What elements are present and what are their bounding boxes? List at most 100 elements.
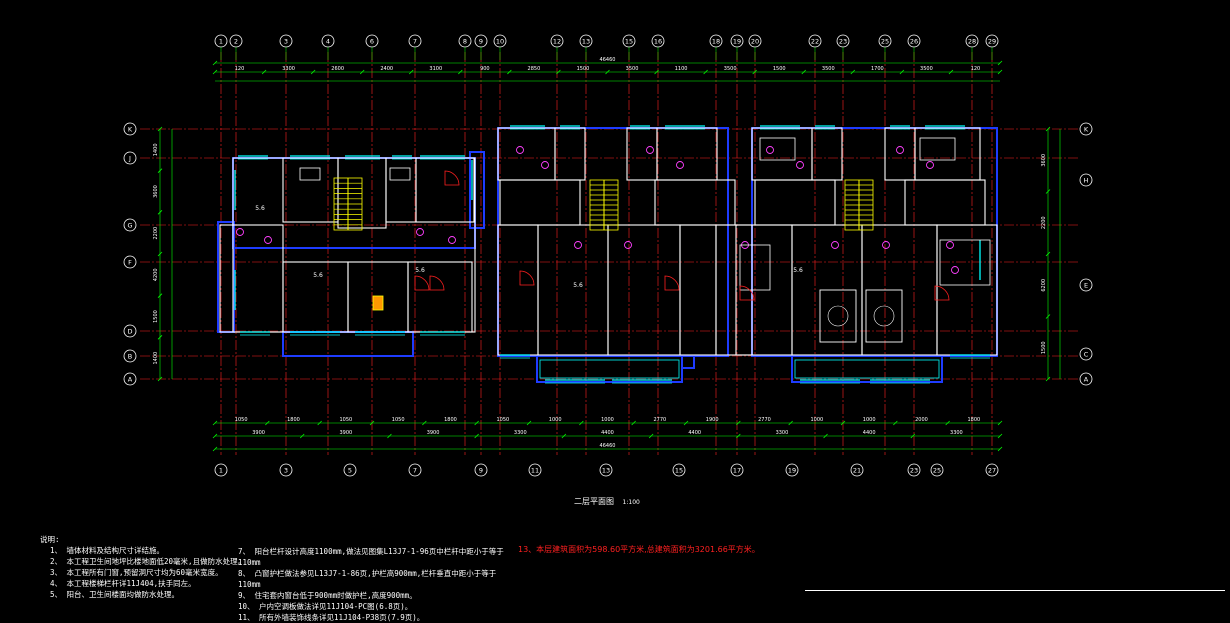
dim-right-text: 1500 (1041, 341, 1047, 354)
axis-bubble-bottom (408, 463, 422, 477)
furniture (389, 167, 411, 181)
sanitary-fixture (416, 228, 424, 236)
axis-bubble-top-label: 1 (219, 38, 223, 46)
axis-bubble-top-label: 12 (553, 38, 561, 46)
notes-block: 说明: 1、 墙体材料及结构尺寸详结施。2、 本工程卫生间地坪比楼地面低20毫米… (40, 534, 510, 600)
axis-bubble-right (1079, 173, 1093, 187)
dim-bottom-row2-tick (369, 420, 375, 426)
dim-bottom-row1-text: 4400 (601, 430, 614, 436)
wall (754, 179, 836, 226)
axis-bubble-right (1079, 372, 1093, 386)
dim-bottom-row2-tick (788, 420, 793, 426)
dim-top-row1-tick (605, 69, 610, 75)
wall (497, 224, 539, 356)
dim-bottom-row2-text: 1000 (549, 417, 562, 423)
room-level-label: 5.6 (573, 282, 583, 289)
axis-bubble-left-label: F (128, 259, 132, 267)
dim-top-row1-tick (801, 69, 807, 75)
axis-bubble-left (123, 372, 137, 386)
dim-bottom-row1-text: 3300 (776, 430, 789, 436)
axis-bubble-top-label: 10 (496, 38, 504, 46)
room-level-label: 5.6 (793, 267, 803, 274)
axis-bubble-right (1079, 347, 1093, 361)
dim-left-text: 1400 (153, 352, 159, 365)
dim-top-row1-tick (654, 69, 659, 75)
area-note: 13、本层建筑面积为598.60平方米,总建筑面积为3201.66平方米。 (518, 545, 760, 554)
dim-top-row1-tick (359, 69, 365, 75)
dim-top-row1-text: 120 (971, 66, 981, 72)
wall (654, 179, 736, 226)
furniture (939, 239, 991, 286)
axis-bubble-top-label: 6 (370, 38, 374, 46)
axis-bubble-top-label: 19 (733, 38, 741, 46)
dim-bottom-row1-tick (823, 433, 828, 439)
dim-left-text: 2200 (153, 227, 159, 240)
dim-bottom-row1-tick (474, 433, 479, 439)
room-level-label: 5.6 (255, 205, 265, 212)
wall (914, 127, 981, 181)
note-item: 11、 所有外墙装饰线条详见11J104-P38页(7.9页)。 (238, 613, 425, 622)
wall (232, 157, 476, 333)
axis-bubble-bottom (730, 463, 744, 477)
balcony (794, 359, 940, 379)
axis-bubble-left-label: D (127, 328, 132, 336)
kitchen-stove (372, 295, 384, 311)
dim-top-row1-text: 2600 (331, 66, 344, 72)
sanitary-fixture (896, 146, 904, 154)
axis-bubble-top-label: 8 (463, 38, 467, 46)
axis-bubble-bottom-label: 7 (413, 467, 417, 475)
note-item: 9、 住宅套内窗台低于900mm时做护栏,高度900mm。 (238, 591, 417, 600)
axis-bubble-top-label: 28 (968, 38, 976, 46)
axis-bubble-bottom (785, 463, 799, 477)
door-swing (444, 170, 460, 186)
axis-bubble-top-label: 22 (811, 38, 819, 46)
axis-bubble-right-label: E (1084, 282, 1088, 290)
axis-bubble-left (123, 151, 137, 165)
axis-bubble-left (123, 218, 137, 232)
note-item: 3、 本工程所有门窗,预留洞尺寸均为60毫米宽度。 (50, 568, 223, 577)
axis-bubble-bottom-label: 21 (853, 467, 861, 475)
axis-bubble-bottom-label: 15 (675, 467, 683, 475)
axis-bubble-top-label: 2 (234, 38, 238, 46)
outline-block (681, 355, 695, 369)
dim-top-row1-tick (703, 69, 708, 75)
outline-block (232, 157, 476, 249)
dim-top-row1-tick (212, 69, 218, 75)
axis-bubble-top-label: 13 (582, 38, 590, 46)
dim-bottom-row2-text: 1000 (863, 417, 876, 423)
room-level-label: 5.6 (415, 267, 425, 274)
dim-bottom-row2-tick (265, 420, 270, 426)
dim-top-row1-text: 1700 (871, 66, 884, 72)
dim-left-tick (157, 293, 163, 298)
dim-bottom-row1-tick (212, 433, 218, 439)
dim-right-tick (1045, 126, 1051, 132)
door-swing (414, 275, 430, 291)
dim-bottom-row2-tick (579, 420, 584, 426)
axis-bubble-top-label: 3 (284, 38, 288, 46)
door-swing (934, 285, 950, 301)
dim-right-text: 2200 (1041, 216, 1047, 229)
sanitary-fixture (831, 241, 839, 249)
axis-grid (140, 52, 1080, 455)
dim-top-row1-text: 3500 (920, 66, 933, 72)
dim-right-tick (1045, 251, 1051, 257)
dim-top-row1-text: 3500 (626, 66, 639, 72)
wall (884, 127, 916, 181)
dim-left-tick (157, 126, 163, 132)
dim-top-row1-tick (752, 69, 757, 75)
dim-bottom-row2-text: 2000 (915, 417, 928, 423)
door-swing (519, 270, 535, 286)
wall (656, 127, 718, 181)
dim-top-row1-text: 3500 (724, 66, 737, 72)
note-item: 10、 户内空调板做法详见11J104-PC图(6.8页)。 (238, 602, 413, 611)
wall (936, 224, 998, 356)
dim-top-row1-text: 3100 (429, 66, 442, 72)
axis-bubble-bottom-label: 5 (348, 467, 352, 475)
sanitary-fixture (951, 266, 959, 274)
note-item: 7、 阳台栏杆设计高度1100mm,做法见图集L13J7-1-96页中栏杆中距小… (238, 547, 504, 567)
dim-bottom-row1-tick (561, 433, 567, 439)
axis-bubble-left-label: G (127, 222, 132, 230)
plan-title-text: 二层平面图 (574, 497, 614, 506)
dim-bottom-row2-tick (945, 420, 950, 426)
